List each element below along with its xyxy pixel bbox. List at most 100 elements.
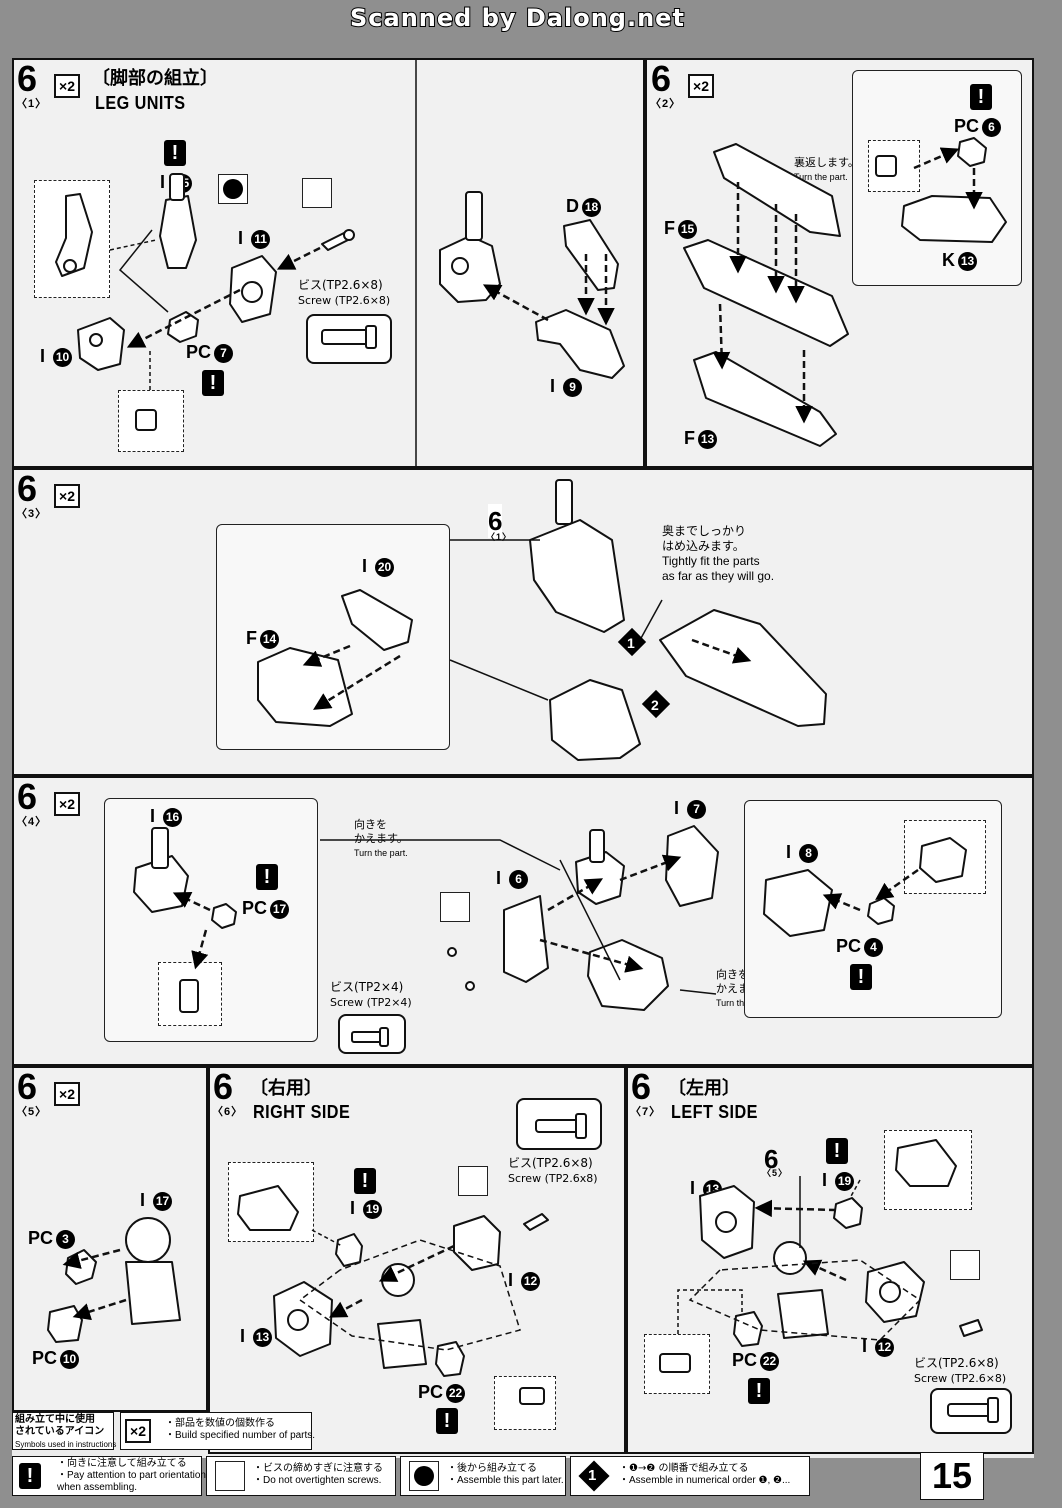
overtighten-caution-icon [302, 178, 332, 208]
section-title-en: LEG UNITS [95, 93, 186, 113]
part-label-i13: I 13 [240, 1326, 273, 1347]
assemble-later-icon [218, 174, 248, 204]
step-sub-number: 〈2〉 [650, 98, 682, 110]
step-number: 6 [651, 58, 672, 99]
screw-label-en: Screw (TP2.6x8) [508, 1172, 598, 1185]
page-number: 15 [920, 1452, 984, 1500]
step-number: 6 [17, 1066, 38, 1107]
legend-title-en: Symbols used in instructions [15, 1440, 117, 1449]
part-label-i7: I 7 [674, 798, 707, 819]
overtighten-caution-icon [950, 1250, 980, 1280]
orientation-warning-icon: ! [164, 140, 186, 166]
part-label-i12: I 12 [862, 1336, 895, 1357]
multiplier-badge: ×2 [54, 484, 80, 508]
screw-label-en: Screw (TP2×4) [330, 996, 412, 1009]
part-label-i16: I 16 [150, 806, 183, 827]
part-label-i11: I 11 [238, 228, 271, 249]
part-label-i12: I 12 [508, 1270, 541, 1291]
step-sub-number: 〈6〉 [212, 1106, 244, 1118]
order-diamond-number: 1 [588, 1467, 597, 1484]
step-sub-number: 〈5〉 [16, 1106, 48, 1118]
orientation-warning-icon: ! [436, 1408, 458, 1434]
step-number: 6 [17, 468, 38, 509]
reference-step-number: 6 [488, 504, 503, 538]
orientation-warning-icon: ! [970, 84, 992, 110]
step-number: 6 [631, 1066, 652, 1107]
section-title-en: LEFT SIDE [671, 1102, 758, 1122]
step-sub-number: 〈1〉 [16, 98, 48, 110]
legend-title-jp: 組み立て中に使用されているアイコン [15, 1414, 105, 1437]
part-label-i19: I 19 [350, 1198, 383, 1219]
orientation-warning-icon: ! [748, 1378, 770, 1404]
part-label-i20: I 20 [362, 556, 395, 577]
scan-credit-banner: Scanned by Dalong.net [349, 3, 685, 33]
reference-step-sub: 〈5〉 [762, 1168, 789, 1178]
legend-multiplier: ×2 ・部品を数値の個数作る・Build specified number of… [120, 1412, 316, 1450]
legend-order-text: ・❶→❷ の順番で組み立てる・Assemble in numerical ord… [619, 1463, 791, 1486]
part-label-i9: I 9 [550, 376, 583, 397]
turn-note: 向きをかえます。Turn the part. [354, 818, 408, 858]
multiplier-badge: ×2 [125, 1419, 151, 1443]
orientation-warning-icon: ! [202, 370, 224, 396]
legend-screw-text: ・ビスの締めすぎに注意する・Do not overtighten screws. [253, 1463, 383, 1486]
legend-later-text: ・後から組み立てる・Assemble this part later. [447, 1463, 564, 1486]
screw-label-en: Screw (TP2.6×8) [914, 1372, 1007, 1385]
section-title-jp: 〔右用〕 [250, 1078, 322, 1099]
assemble-later-icon [409, 1461, 439, 1491]
section-title-jp: 〔左用〕 [668, 1078, 740, 1099]
svg-text:2: 2 [651, 697, 659, 713]
multiplier-badge: ×2 [54, 74, 80, 98]
legend-orientation: ! ・向きに注意して組み立てる・Pay attention to part or… [12, 1456, 206, 1496]
part-label-i19: I 19 [822, 1170, 855, 1191]
screw-label-jp: ビス(TP2.6×8) [914, 1356, 999, 1370]
step-sub-number: 〈4〉 [16, 816, 48, 828]
orientation-warning-icon: ! [19, 1463, 41, 1489]
legend-orientation-text: ・向きに注意して組み立てる・Pay attention to part orie… [57, 1458, 206, 1493]
orientation-warning-icon: ! [354, 1168, 376, 1194]
legend-symbols-title: 組み立て中に使用されているアイコン Symbols used in instru… [12, 1412, 117, 1450]
step-sub-number: 〈3〉 [16, 508, 48, 520]
part-label-i17: I 17 [140, 1190, 173, 1211]
legend-later: ・後から組み立てる・Assemble this part later. [400, 1456, 566, 1496]
step-number: 6 [17, 58, 38, 99]
legend-screw: ・ビスの締めすぎに注意する・Do not overtighten screws. [206, 1456, 396, 1496]
overtighten-caution-icon [215, 1461, 245, 1491]
reference-step-sub: 〈1〉 [486, 532, 513, 542]
screw-label-jp: ビス(TP2×4) [330, 980, 404, 994]
step-6-5-panel [12, 1066, 208, 1412]
section-title-en: RIGHT SIDE [253, 1102, 351, 1122]
multiplier-badge: ×2 [54, 1082, 80, 1106]
part-label-i8: I 8 [786, 842, 819, 863]
step-6-1-panel [12, 58, 645, 468]
svg-text:1: 1 [627, 635, 635, 651]
reference-step-number: 6 [764, 1144, 779, 1174]
step-number: 6 [213, 1066, 234, 1107]
orientation-warning-icon: ! [826, 1138, 848, 1164]
screw-label-jp: ビス(TP2.6×8) [508, 1156, 593, 1170]
turn-note: 裏返します。Turn the part. [794, 156, 859, 182]
step-6-3-panel [12, 468, 1034, 776]
orientation-warning-icon: ! [256, 864, 278, 890]
part-label-i6: I 6 [496, 868, 529, 889]
part-label-i10: I 10 [40, 346, 73, 367]
screw-label-jp: ビス(TP2.6×8) [298, 278, 383, 292]
multiplier-badge: ×2 [54, 792, 80, 816]
step-number: 6 [17, 776, 38, 817]
screw-label-en: Screw (TP2.6×8) [298, 294, 391, 307]
step-sub-number: 〈7〉 [630, 1106, 662, 1118]
legend-multiplier-text: ・部品を数値の個数作る・Build specified number of pa… [165, 1418, 316, 1441]
orientation-warning-icon: ! [850, 964, 872, 990]
